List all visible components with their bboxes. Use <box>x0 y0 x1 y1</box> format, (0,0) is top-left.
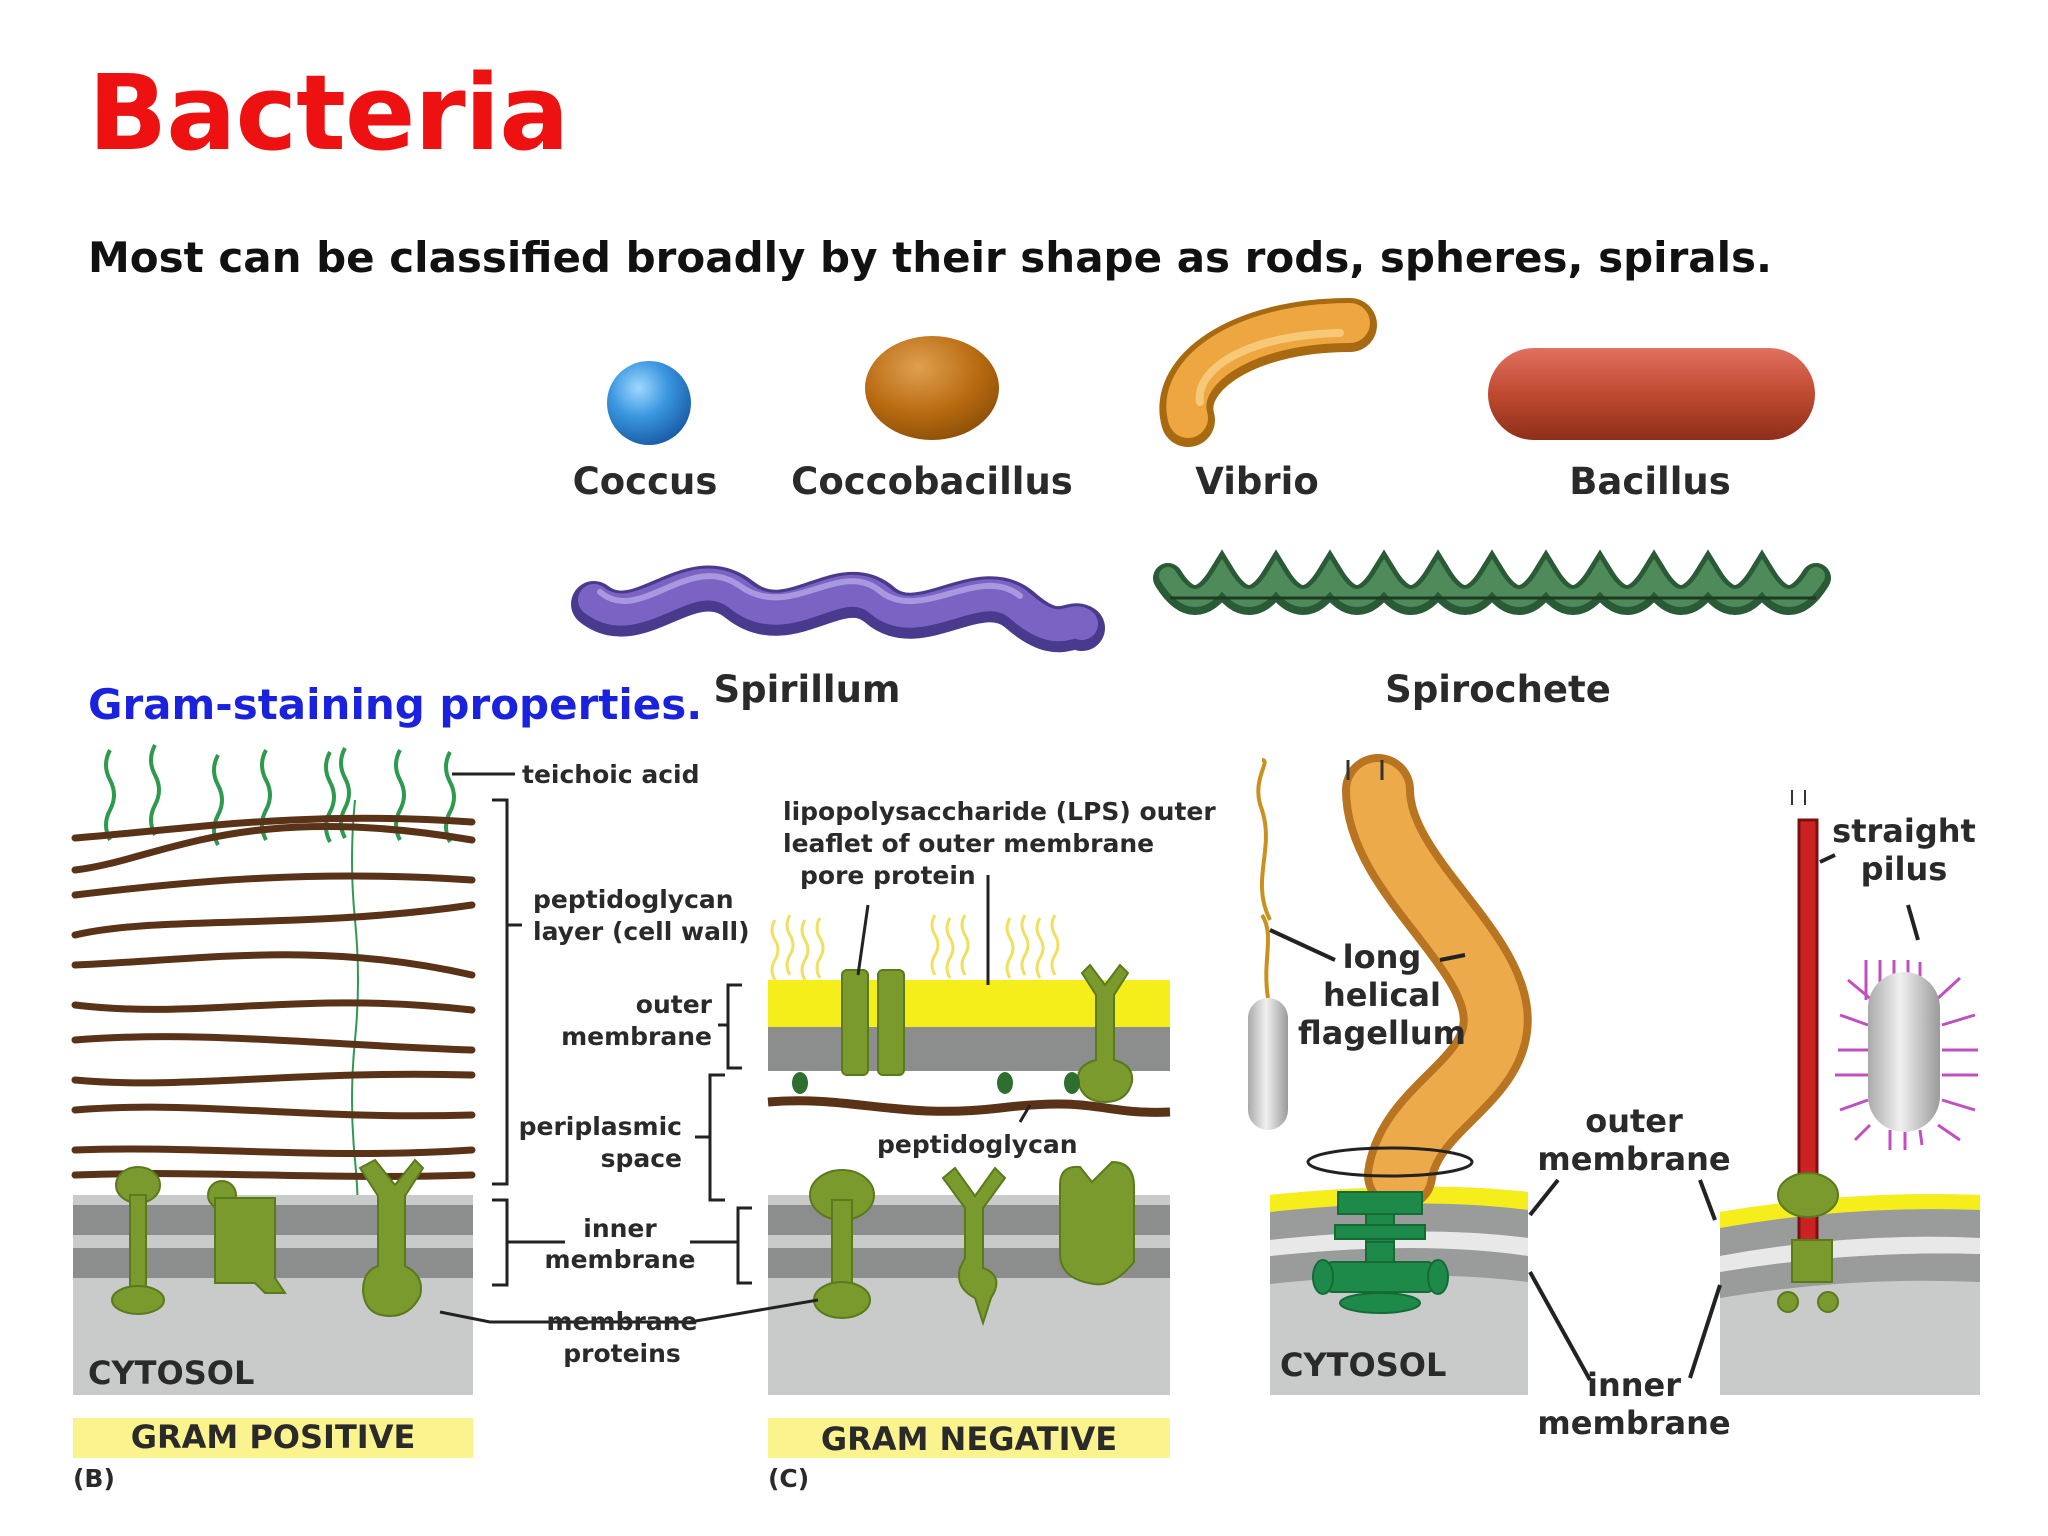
gram-negative-peptidoglycan-label: peptidoglycan <box>877 1130 1078 1159</box>
gram-positive-bar: GRAM POSITIVE <box>131 1418 416 1456</box>
bacillus-label: Bacillus <box>1569 460 1731 503</box>
peptidoglycan-layer-label-1: peptidoglycan <box>533 885 734 914</box>
gram-negative-brackets <box>689 875 1032 1324</box>
spirillum-shape <box>571 565 1105 653</box>
lps-label-2: leaflet of outer membrane <box>783 829 1154 858</box>
page-title: Bacteria <box>88 52 569 174</box>
gram-negative-panel: GRAM NEGATIVE (C) <box>767 914 1171 1493</box>
inner-membrane-right-label-1: inner <box>1587 1366 1681 1404</box>
flagellum-cytosol-label: CYTOSOL <box>1280 1346 1446 1384</box>
gram-section-heading: Gram-staining properties. <box>88 680 703 729</box>
outer-membrane-right-label-2: membrane <box>1537 1140 1730 1178</box>
gram-positive-panel: GRAM POSITIVE CYTOSOL (B) <box>71 744 476 1493</box>
membrane-proteins-label-2: proteins <box>563 1339 681 1368</box>
outer-membrane-right-label-1: outer <box>1585 1102 1683 1140</box>
coccobacillus-shape <box>865 336 999 440</box>
lps-label-1: lipopolysaccharide (LPS) outer <box>783 797 1216 826</box>
coccobacillus-label: Coccobacillus <box>791 460 1073 503</box>
spirillum-label: Spirillum <box>713 668 900 711</box>
vibrio-shape <box>1159 298 1377 447</box>
flagellum-label-1: long <box>1343 938 1422 976</box>
periplasmic-space-label-2: space <box>601 1144 682 1173</box>
flagellum-label-2: helical <box>1323 976 1441 1014</box>
pilus-label-1: straight <box>1832 812 1976 850</box>
spirochete-shape <box>1153 549 1831 615</box>
teichoic-acid-label: teichoic acid <box>522 760 700 789</box>
peptidoglycan-layer-label-2: layer (cell wall) <box>533 917 750 946</box>
page-subtitle: Most can be classified broadly by their … <box>88 233 1772 282</box>
gram-positive-cytosol: CYTOSOL <box>88 1354 254 1392</box>
membrane-proteins-label-1: membrane <box>547 1307 698 1336</box>
pore-protein-label: pore protein <box>800 861 976 890</box>
inner-membrane-right-label-2: membrane <box>1537 1404 1730 1442</box>
outer-membrane-label-1: outer <box>636 990 713 1019</box>
flagellum-pilus-panel <box>1248 754 1980 1395</box>
panel-c-label: (C) <box>768 1464 809 1493</box>
vibrio-label: Vibrio <box>1195 460 1319 503</box>
pilus-label-2: pilus <box>1861 850 1948 888</box>
periplasmic-space-label-1: periplasmic <box>519 1112 682 1141</box>
gram-negative-bar: GRAM NEGATIVE <box>821 1420 1117 1458</box>
peptidoglycan-layer <box>71 814 476 1180</box>
bacillus-shape <box>1488 348 1815 440</box>
inner-membrane-label-1: inner <box>583 1214 657 1243</box>
flagellum-leader-lines <box>1269 853 1920 1381</box>
coccus-shape <box>607 361 691 445</box>
inner-membrane-label-2: membrane <box>545 1245 696 1274</box>
flagellum-label-3: flagellum <box>1298 1014 1466 1052</box>
gram-positive-brackets <box>439 772 690 1324</box>
coccus-label: Coccus <box>573 460 718 503</box>
panel-b-label: (B) <box>73 1464 115 1493</box>
spirochete-label: Spirochete <box>1385 668 1611 711</box>
outer-membrane-label-2: membrane <box>561 1022 712 1051</box>
